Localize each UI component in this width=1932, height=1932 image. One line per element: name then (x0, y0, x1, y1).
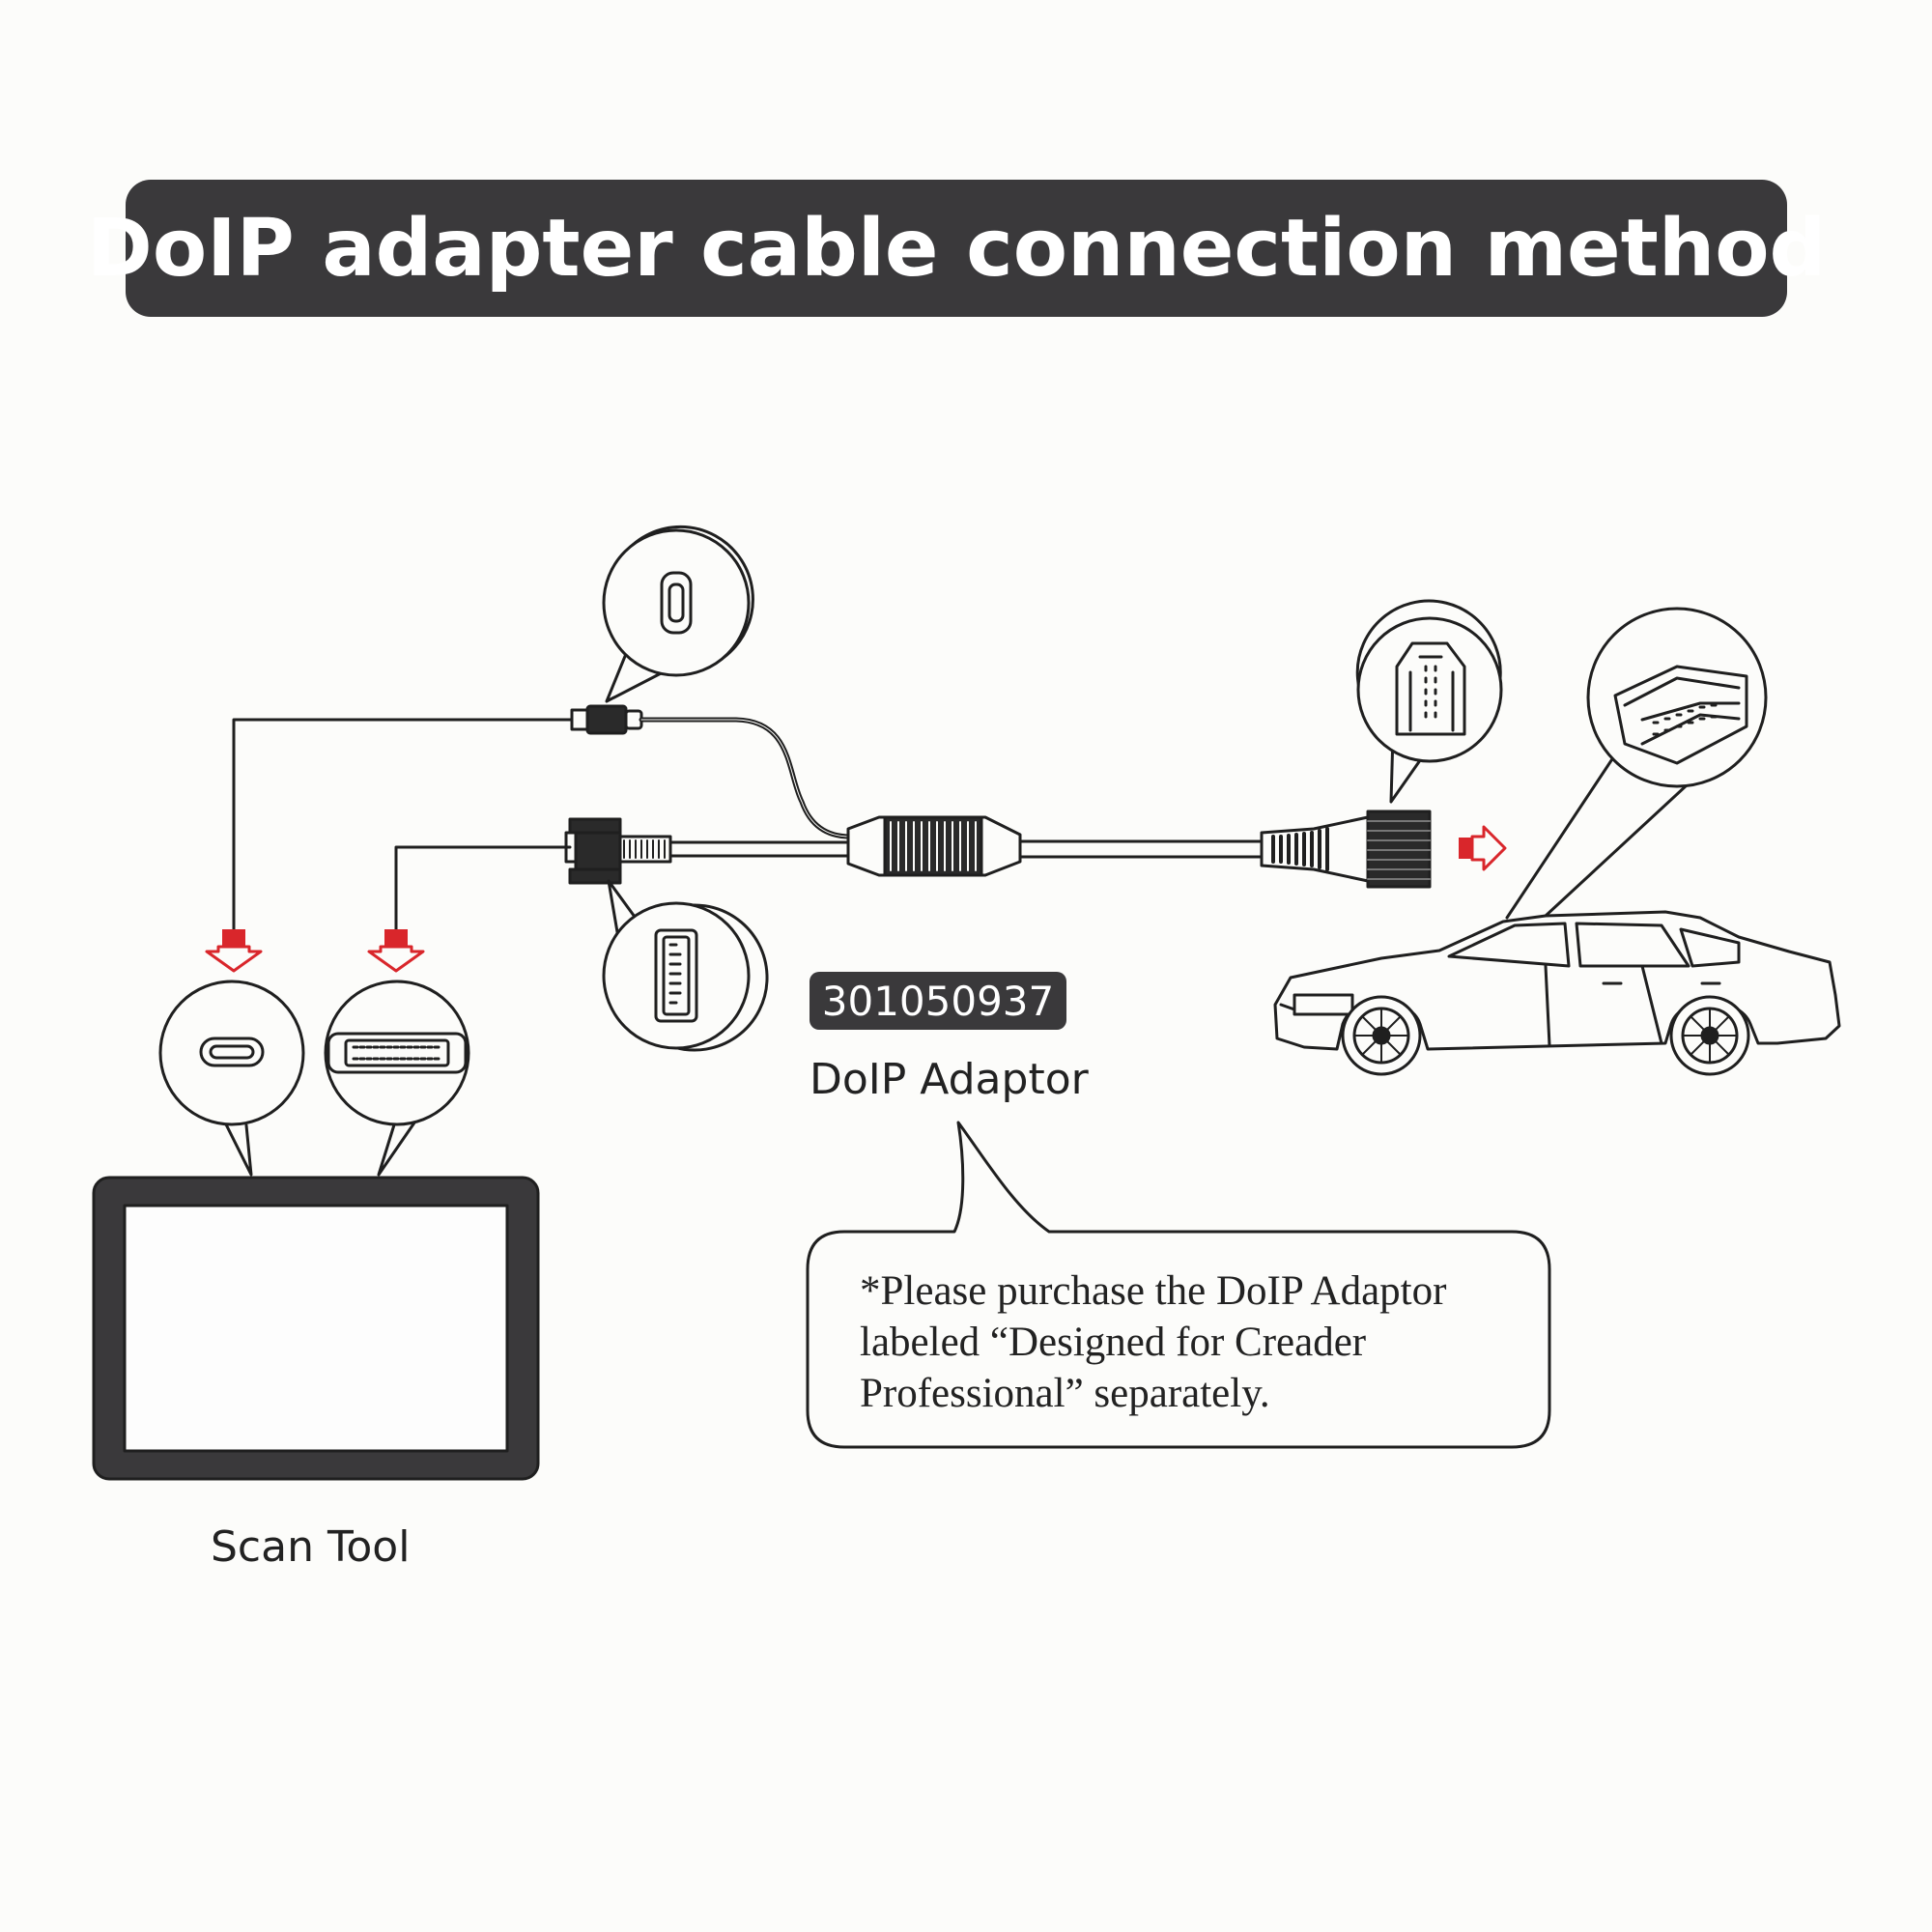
car-obd-port-icon (1505, 607, 1768, 920)
scan-tool-label: Scan Tool (211, 1522, 411, 1572)
usb-c-port-icon (158, 980, 305, 1177)
note-line: Professional” separately. (860, 1371, 1270, 1416)
usb-c-plug (570, 704, 643, 735)
title-banner: DoIP adapter cable connection method (87, 180, 1826, 317)
arrow-down-icon (367, 929, 425, 973)
adaptor-label: DoIP Adaptor (810, 1055, 1089, 1104)
usb-c-routing-line (232, 718, 574, 958)
note-callout (806, 1121, 1551, 1449)
db15-port-icon (324, 980, 470, 1177)
part-number: 301050937 (821, 977, 1055, 1025)
usb-c-port-icon (602, 525, 754, 703)
db15-port-icon (602, 879, 769, 1052)
purchase-note: *Please purchase the DoIP Adaptor labele… (860, 1265, 1536, 1419)
car-icon (1273, 910, 1841, 1076)
note-line: *Please purchase the DoIP Adaptor (860, 1268, 1447, 1314)
db15-routing-line (394, 845, 572, 958)
cable-junction (846, 815, 1022, 877)
arrow-right-icon (1459, 825, 1507, 871)
arrow-down-icon (205, 929, 263, 973)
db15-plug (564, 817, 672, 885)
note-line: labeled “Designed for Creader (860, 1320, 1367, 1365)
page-title: DoIP adapter cable connection method (86, 202, 1827, 295)
obd2-port-icon (1355, 599, 1503, 804)
part-number-badge: 301050937 (810, 972, 1066, 1030)
tablet-icon (92, 1176, 540, 1481)
obd2-plug (1260, 810, 1432, 889)
